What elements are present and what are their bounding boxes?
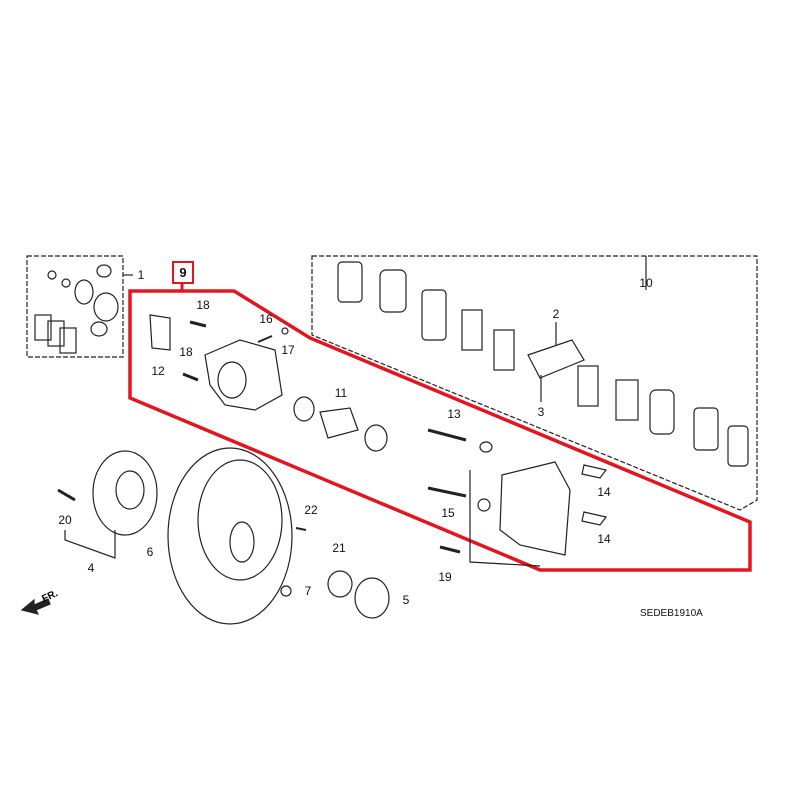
part-label-14[interactable]: 14 (597, 485, 611, 499)
part-label-20[interactable]: 20 (58, 513, 72, 527)
diagram-code: SEDEB1910A (640, 608, 703, 619)
pad-set-box-10 (311, 255, 758, 511)
part-label-10[interactable]: 10 (639, 276, 653, 290)
part-label-22[interactable]: 22 (304, 503, 318, 517)
part-label-19[interactable]: 19 (438, 570, 452, 584)
part-label-21[interactable]: 21 (332, 541, 346, 555)
part-label-2[interactable]: 2 (552, 307, 560, 321)
part-label-18[interactable]: 18 (196, 298, 210, 312)
part-label-13[interactable]: 13 (447, 407, 461, 421)
part-label-17[interactable]: 17 (281, 343, 295, 357)
part-label-1[interactable]: 1 (137, 268, 145, 282)
kit-box-1 (26, 255, 124, 358)
part-label-5[interactable]: 5 (402, 593, 410, 607)
assembly-outline-9 (128, 289, 752, 572)
part-label-7[interactable]: 7 (304, 584, 312, 598)
part-label-4[interactable]: 4 (87, 561, 95, 575)
part-label-14[interactable]: 14 (597, 532, 611, 546)
part-label-18[interactable]: 18 (179, 345, 193, 359)
part-label-16[interactable]: 16 (259, 312, 273, 326)
part-label-12[interactable]: 12 (151, 364, 165, 378)
part-label-15[interactable]: 15 (441, 506, 455, 520)
part-label-9[interactable]: 9 (172, 261, 194, 284)
front-arrow-icon (20, 598, 51, 615)
part-label-11[interactable]: 11 (334, 386, 348, 400)
part-label-6[interactable]: 6 (146, 545, 154, 559)
part-label-3[interactable]: 3 (537, 405, 545, 419)
